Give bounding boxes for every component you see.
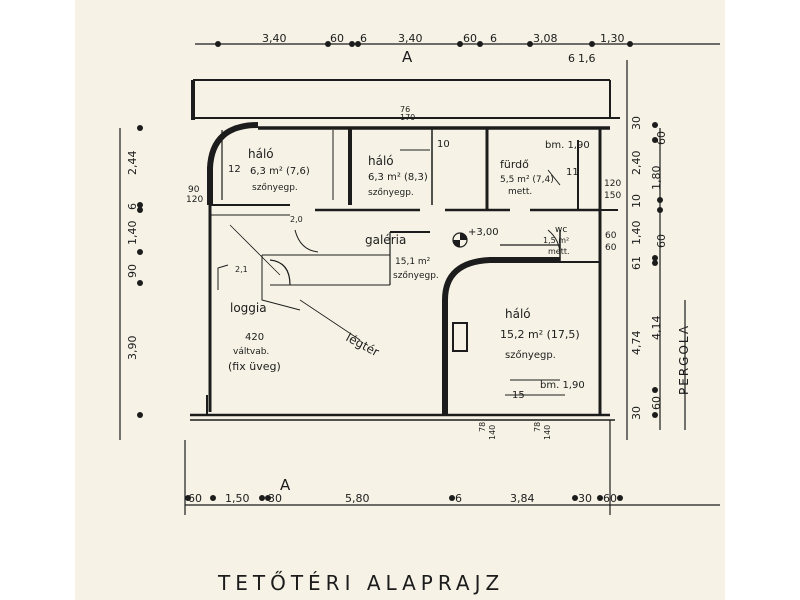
room-furdo-note: mett. bbox=[508, 187, 532, 197]
bottom-dim-8: 60 bbox=[603, 492, 617, 505]
note-wd-left: 90 bbox=[188, 185, 200, 195]
room-furdo-name: fürdő bbox=[500, 158, 529, 171]
top-dim-3: 6 bbox=[360, 32, 367, 45]
note-n15: 15 bbox=[512, 390, 525, 401]
bottom-dim-4: 5,80 bbox=[345, 492, 370, 505]
left-dim-3: 1,40 bbox=[126, 221, 139, 246]
right-dim-6: 1,40 bbox=[630, 221, 643, 246]
pergola-label: PERGOLA bbox=[677, 324, 691, 395]
bottom-dim-6: 3,84 bbox=[510, 492, 535, 505]
drawing-title: TETŐTÉRI ALAPRAJZ bbox=[217, 571, 504, 595]
note-d20: 2,0 bbox=[290, 215, 303, 224]
room-halo1-furn: szőnyegp. bbox=[252, 183, 298, 193]
note-wd-bot2: 78 bbox=[533, 422, 542, 432]
room-halo2-name: háló bbox=[368, 154, 394, 168]
bottom-dim-7: 30 bbox=[578, 492, 592, 505]
room-wc-note: mett. bbox=[548, 247, 570, 256]
note-wd-left2: 120 bbox=[186, 195, 203, 205]
dimension-dots bbox=[137, 41, 663, 501]
top-dim-9: 1,6 bbox=[578, 52, 596, 65]
right-dim-5: 10 bbox=[630, 194, 643, 208]
note-n11: 11 bbox=[566, 167, 579, 178]
room-halo1-area: 6,3 m² (7,6) bbox=[250, 166, 310, 177]
room-halo3-name: háló bbox=[505, 307, 531, 321]
top-dim-2: 60 bbox=[330, 32, 344, 45]
right-dim-1: 30 bbox=[630, 116, 643, 130]
room-galeria-name: galéria bbox=[365, 233, 406, 247]
room-halo2-area: 6,3 m² (8,3) bbox=[368, 172, 428, 183]
room-halo3-area: 15,2 m² (17,5) bbox=[500, 328, 580, 341]
note-r60a: 60 bbox=[605, 231, 617, 241]
legter-label: légtér bbox=[344, 330, 382, 359]
top-dim-6: 6 bbox=[490, 32, 497, 45]
right-dim-12: 60 bbox=[650, 396, 663, 410]
loggia-note-1: váltvab. bbox=[233, 347, 269, 357]
right-dim-10: 4,14 bbox=[650, 316, 663, 341]
note-wd-bot1: 78 bbox=[478, 422, 487, 432]
note-door-top: 76 bbox=[400, 105, 410, 114]
note-n10: 10 bbox=[437, 139, 450, 150]
note-door-top2: 170 bbox=[400, 113, 415, 122]
note-r120: 120 bbox=[604, 179, 621, 189]
room-halo1-name: háló bbox=[248, 147, 274, 161]
top-dim-1: 3,40 bbox=[262, 32, 287, 45]
top-dim-10: 1,30 bbox=[600, 32, 625, 45]
right-dim-9: 4,74 bbox=[630, 331, 643, 356]
right-dim-7: 60 bbox=[655, 234, 668, 248]
room-halo2-furn: szőnyegp. bbox=[368, 188, 414, 198]
note-r60b: 60 bbox=[605, 243, 617, 253]
loggia-note-2: (fix üveg) bbox=[228, 360, 281, 373]
note-bm-top: bm. 1,90 bbox=[545, 140, 590, 151]
level-marker-icon bbox=[452, 232, 468, 248]
note-n12: 12 bbox=[228, 164, 241, 175]
room-furdo-area: 5,5 m² (7,4) bbox=[500, 175, 554, 185]
right-dim-11: 30 bbox=[630, 406, 643, 420]
top-dim-7: 3,08 bbox=[533, 32, 558, 45]
top-dim-8: 6 bbox=[568, 52, 575, 65]
left-dim-2: 6 bbox=[126, 203, 139, 210]
top-dim-4: 3,40 bbox=[398, 32, 423, 45]
left-dim-4: 90 bbox=[126, 264, 139, 278]
note-bm-bottom: bm. 1,90 bbox=[540, 380, 585, 391]
section-mark-bottom: A bbox=[280, 476, 291, 494]
note-r150: 150 bbox=[604, 191, 621, 201]
room-halo3-furn: szőnyegp. bbox=[505, 349, 556, 361]
room-loggia-name: loggia bbox=[230, 301, 267, 315]
room-galeria-area: 15,1 m² bbox=[395, 257, 431, 267]
bottom-dim-5: 6 bbox=[455, 492, 462, 505]
room-galeria-furn: szőnyegp. bbox=[393, 271, 439, 281]
bottom-dim-2: 1,50 bbox=[225, 492, 250, 505]
note-wd-bot2b: 140 bbox=[543, 425, 552, 440]
room-wc-area: 1,5 m² bbox=[543, 236, 569, 245]
right-dim-2: 60 bbox=[655, 131, 668, 145]
room-wc-name: wc bbox=[555, 225, 567, 235]
right-dim-4: 1,80 bbox=[650, 166, 663, 191]
top-dim-5: 60 bbox=[463, 32, 477, 45]
bottom-dim-3: 30 bbox=[268, 492, 282, 505]
note-wd-bot1b: 140 bbox=[488, 425, 497, 440]
loggia-dim: 420 bbox=[245, 332, 264, 343]
bottom-dim-1: 60 bbox=[188, 492, 202, 505]
paper-sheet bbox=[75, 0, 725, 600]
note-level: +3,00 bbox=[468, 227, 499, 238]
right-dim-3: 2,40 bbox=[630, 151, 643, 176]
section-mark-top: A bbox=[402, 48, 413, 66]
walls bbox=[190, 79, 620, 421]
left-dim-5: 3,90 bbox=[126, 336, 139, 361]
left-dim-1: 2,44 bbox=[126, 151, 139, 176]
right-dim-8: 61 bbox=[630, 256, 643, 270]
note-d21: 2,1 bbox=[235, 265, 248, 274]
